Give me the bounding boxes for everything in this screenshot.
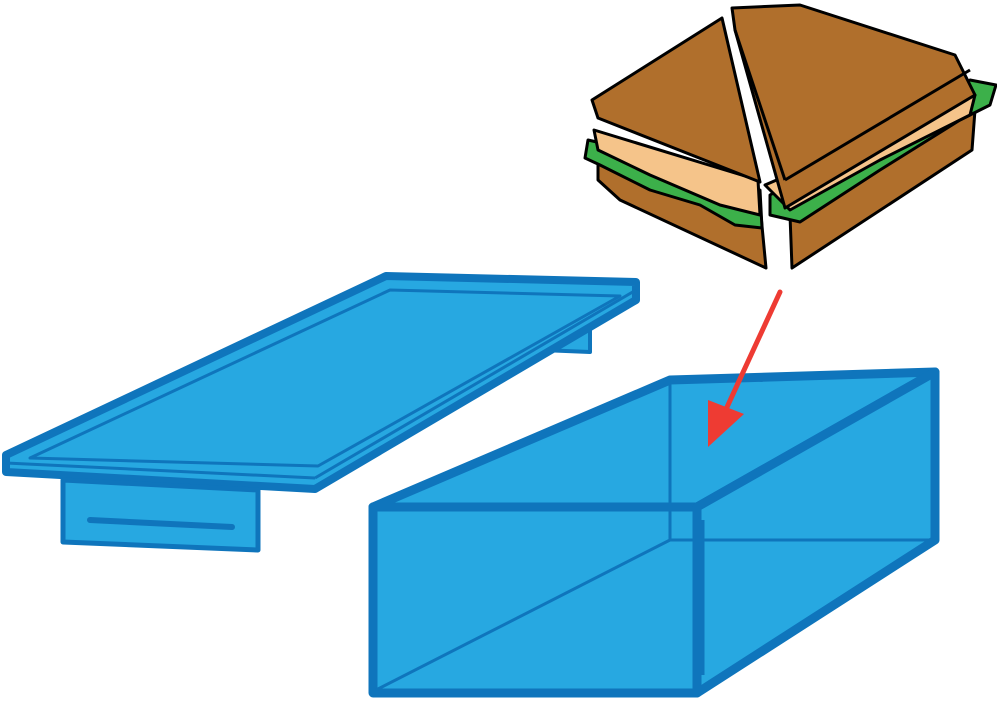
arrow-icon [708,289,783,447]
lid-edge-line [5,461,316,480]
sandwich-left-half [583,16,768,270]
lid-top-surface [28,288,622,468]
lid-edge-line [314,288,637,480]
lid-front-flap [60,477,261,553]
sandwich-right-half [730,3,997,270]
bread-top [590,16,762,184]
lid-front-flap-line [87,517,235,530]
lunchbox-base [368,367,940,698]
lunchbox-lid [2,272,640,553]
sandwich [583,3,997,270]
box-hidden-edges [375,380,935,692]
